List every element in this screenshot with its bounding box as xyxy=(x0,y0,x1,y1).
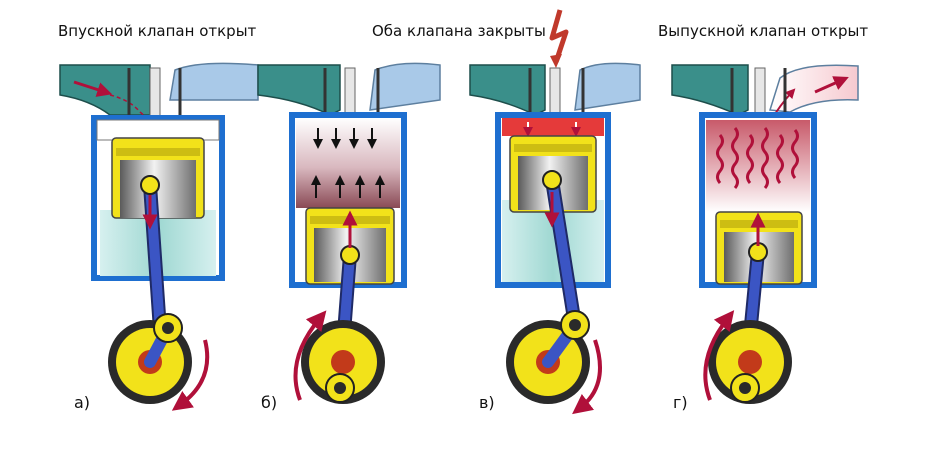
label-b: б) xyxy=(261,393,278,412)
stage-b-compression xyxy=(257,62,441,404)
label-d: г) xyxy=(673,393,688,412)
caption-exhaust-open: Выпускной клапан открыт xyxy=(658,22,869,40)
caption-intake-open: Впускной клапан открыт xyxy=(58,22,257,40)
caption-both-closed: Оба клапана закрыты xyxy=(372,22,546,40)
label-c: в) xyxy=(479,393,495,412)
stage-d-exhaust xyxy=(671,64,859,404)
stage-c-power xyxy=(469,9,641,415)
label-a: а) xyxy=(74,393,91,412)
stage-a-intake xyxy=(59,62,259,411)
